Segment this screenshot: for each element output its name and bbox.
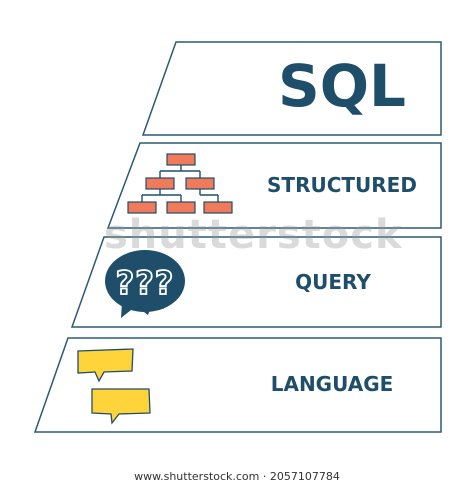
hierarchy-icon <box>127 153 233 214</box>
question-bubble-icon: ??? <box>105 250 185 318</box>
chat-bubbles-icon <box>77 348 151 425</box>
label-structured: STRUCTURED <box>267 173 417 197</box>
watermark: shutterstock <box>104 212 403 258</box>
layer-sql <box>141 41 442 136</box>
label-language: LANGUAGE <box>271 372 394 396</box>
title-sql: SQL <box>278 52 406 120</box>
question-marks: ??? <box>116 264 175 302</box>
footer-text: www.shutterstock.com · 2057107784 <box>134 470 340 483</box>
label-query: QUERY <box>295 270 371 294</box>
